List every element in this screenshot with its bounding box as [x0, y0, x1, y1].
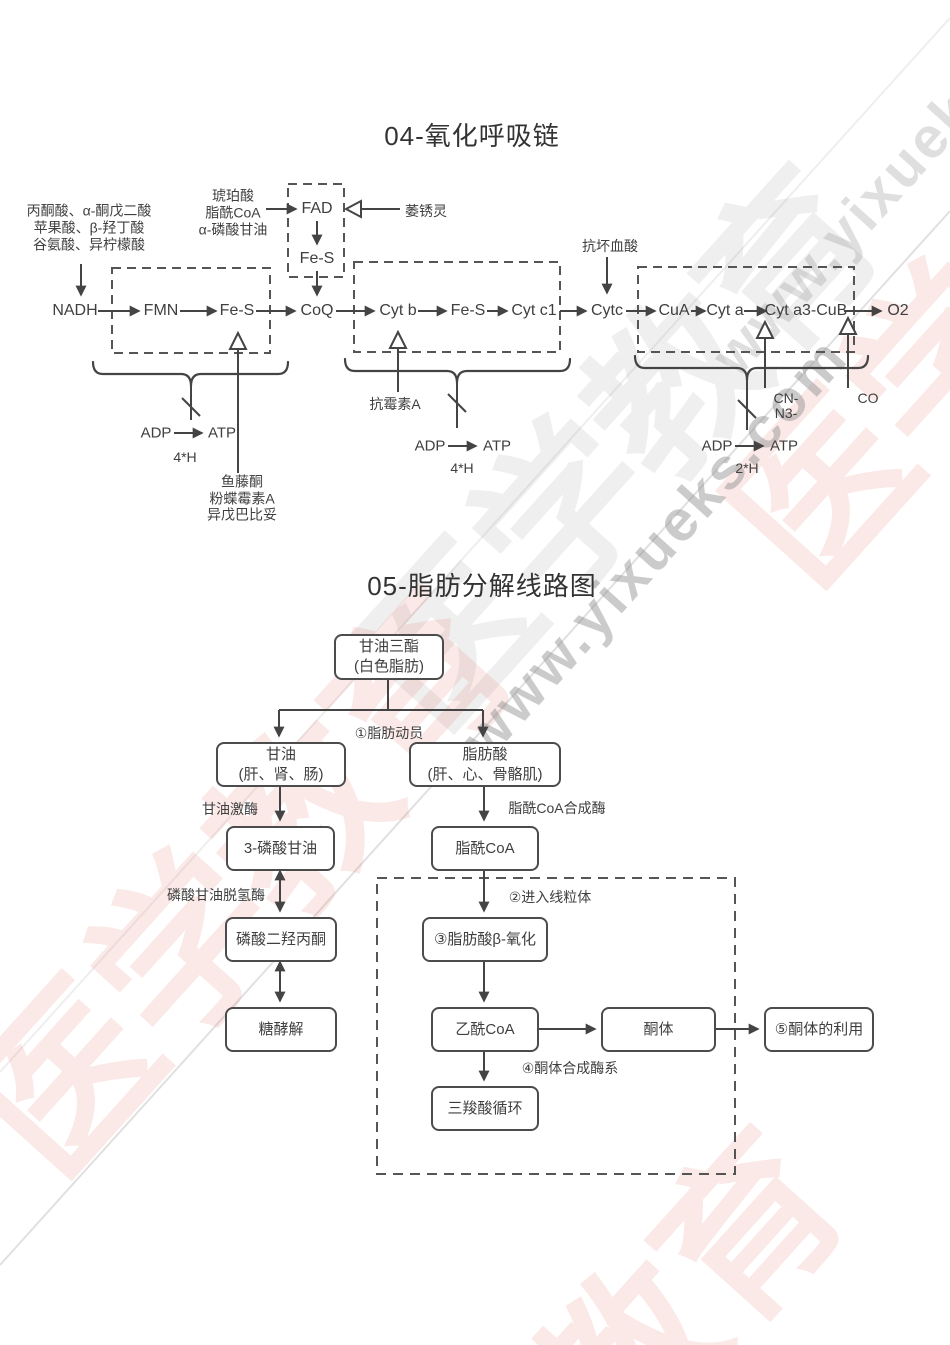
complex1-inhibitors: 鱼藤酮 粉蝶霉素A 异戊巴比妥 [207, 473, 277, 523]
node-cytb: Cyt b [379, 302, 417, 319]
site2-adp: ADP [414, 437, 446, 455]
label-acyl-coa-synthetase: 脂酰CoA合成酶 [508, 800, 606, 816]
site3-atp: ATP [769, 437, 799, 455]
d2-arrows [273, 679, 760, 1082]
box-triglyceride-line2: (白色脂肪) [354, 658, 424, 675]
box-fatty-acyl-coa: 脂酰CoA [431, 826, 539, 871]
inhibitor-cn: CN- [773, 390, 799, 406]
site-stems [181, 380, 757, 430]
inhibitor-amobarbital: 异戊巴比妥 [207, 506, 277, 523]
site3-adp: ADP [701, 437, 733, 455]
nadh-substrates-line2: 苹果酸、β-羟丁酸 [33, 219, 145, 236]
inhibitor-n3: N3- [774, 405, 798, 421]
node-fad: FAD [301, 200, 333, 217]
label-glycerol-kinase: 甘油激酶 [202, 801, 258, 817]
box-tca-cycle: 三羧酸循环 [431, 1086, 539, 1131]
underbraces [91, 354, 870, 388]
site1-h: 4*H [173, 449, 197, 465]
node-cytc: Cytc [591, 302, 623, 319]
box-dhap: 磷酸二羟丙酮 [225, 917, 337, 962]
box-ketone-body: 酮体 [601, 1007, 716, 1052]
label-glycerol-phosphate-dehydrogenase: 磷酸甘油脱氢酶 [167, 887, 265, 903]
label-ketone-synthesis-enzymes: ④酮体合成酶系 [521, 1060, 619, 1076]
inhibitor-antimycin: 抗霉素A [369, 396, 421, 412]
box-ketone-utilization: ⑤酮体的利用 [764, 1007, 874, 1052]
box-triglyceride: 甘油三酯 (白色脂肪) [334, 634, 444, 680]
box-beta-oxidation: ③脂肪酸β-氧化 [422, 917, 548, 962]
box-fatty-acid-line2: (肝、心、骨骼肌) [427, 765, 543, 783]
site1-adp: ADP [140, 424, 172, 442]
nadh-substrates-line3: 谷氨酸、异柠檬酸 [32, 236, 145, 253]
box-glycerol: 甘油 (肝、肾、肠) [216, 742, 346, 787]
diagram2-title: 05-脂肪分解线路图 [367, 571, 597, 601]
node-cyta3-cub: Cyt a3-CuB [764, 302, 848, 319]
inhibitor-piericidin: 粉蝶霉素A [209, 489, 275, 506]
site1-atp: ATP [207, 424, 237, 442]
node-coq: CoQ [300, 302, 334, 319]
site2-h: 4*H [450, 460, 474, 476]
fad-substrates-line1: 琥珀酸 [211, 187, 254, 204]
label-enter-mitochondria: ②进入线粒体 [508, 889, 592, 905]
label-ascorbate: 抗坏血酸 [582, 238, 638, 254]
nadh-substrates-line1: 丙酮酸、α-酮戊二酸 [26, 202, 152, 219]
fad-substrates-line3: α-磷酸甘油 [198, 221, 268, 238]
mitochondria-dashed-box [376, 877, 736, 1175]
node-nadh: NADH [52, 302, 98, 319]
node-o2: O2 [887, 302, 909, 319]
node-fes1: Fe-S [219, 302, 255, 319]
node-cytc1: Cyt c1 [511, 302, 557, 319]
box-glycerol-line1: 甘油 [265, 745, 296, 763]
box-glycerol-line2: (肝、肾、肠) [238, 765, 324, 783]
box-glycolysis: 糖酵解 [225, 1007, 337, 1052]
box-acetyl-coa: 乙酰CoA [431, 1007, 539, 1052]
label-fat-mobilization: ①脂肪动员 [354, 725, 424, 741]
box-triglyceride-line1: 甘油三酯 [358, 638, 419, 655]
node-fes2: Fe-S [450, 302, 486, 319]
site3-h: 2*H [735, 460, 759, 476]
box-fatty-acid-line1: 脂肪酸 [462, 745, 508, 763]
box-glycerol-3-phosphate: 3-磷酸甘油 [226, 826, 335, 871]
site2-atp: ATP [482, 437, 512, 455]
inhibitor-arrows [228, 199, 858, 473]
nadh-substrates: 丙酮酸、α-酮戊二酸 苹果酸、β-羟丁酸 谷氨酸、异柠檬酸 [27, 203, 152, 254]
box-fatty-acid: 脂肪酸 (肝、心、骨骼肌) [409, 742, 561, 787]
inhibitor-co: CO [857, 390, 879, 406]
diagram1-title: 04-氧化呼吸链 [384, 121, 560, 151]
d1-arrows [75, 203, 883, 452]
fad-substrates: 琥珀酸 脂酰CoA α-磷酸甘油 [199, 188, 268, 239]
node-fmn: FMN [143, 302, 179, 319]
node-cyta: Cyt a [706, 302, 744, 319]
node-cua: CuA [658, 302, 690, 319]
node-fad-fes: Fe-S [299, 250, 335, 267]
inhibitor-carboxin: 萎锈灵 [405, 203, 447, 219]
inhibitor-rotenone: 鱼藤酮 [221, 473, 263, 490]
fad-substrates-line2: 脂酰CoA [205, 204, 261, 221]
